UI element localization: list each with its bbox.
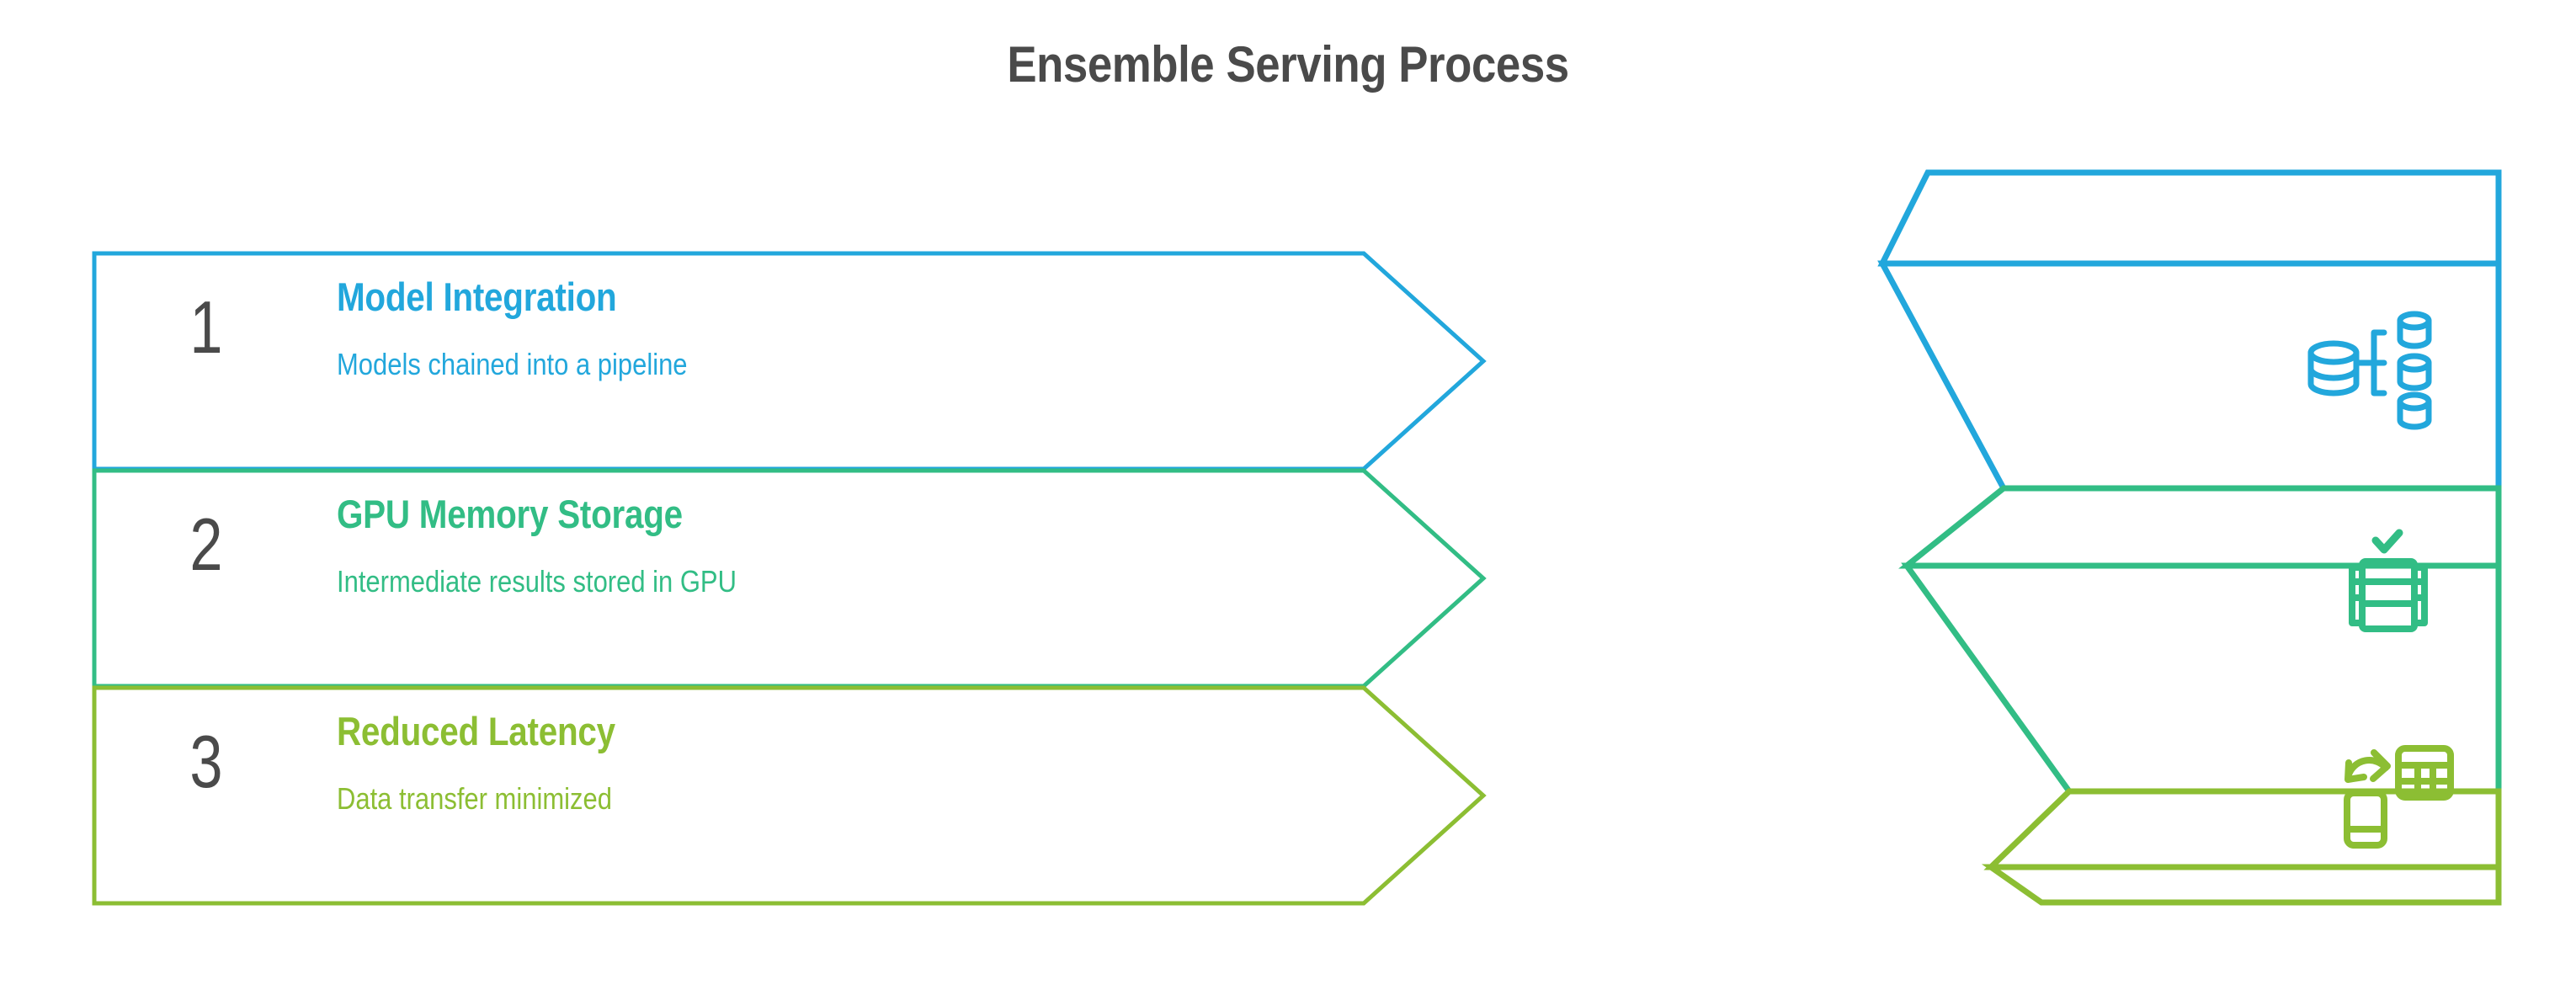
funnel-diagram: [1835, 152, 2576, 934]
step-3-arrow-shape: [92, 685, 1487, 906]
funnel-bands: [1877, 169, 2502, 906]
step-2-content: 2 GPU Memory Storage Intermediate result…: [0, 466, 1179, 691]
step-3-title: Reduced Latency: [337, 709, 615, 753]
step-2-description: Intermediate results stored in GPU: [337, 563, 737, 599]
funnel-band-6: [1981, 864, 2502, 906]
step-3-number: 3: [189, 720, 223, 803]
memory-chip-check-icon: [2349, 529, 2428, 632]
process-step-1[interactable]: 1 Model Integration Models chained into …: [0, 248, 1515, 474]
step-1-description: Models chained into a pipeline: [337, 346, 688, 381]
funnel-band-1: [1877, 169, 2502, 267]
step-2-number: 2: [189, 503, 223, 586]
step-1-text-block: Model Integration Models chained into a …: [337, 275, 1128, 381]
data-transfer-icon: [2344, 745, 2454, 849]
step-1-content: 1 Model Integration Models chained into …: [0, 248, 1179, 474]
step-2-arrow-shape: [92, 468, 1487, 689]
step-3-content: 3 Reduced Latency Data transfer minimize…: [0, 683, 1179, 908]
database-split-icon: [2307, 311, 2432, 430]
process-step-2[interactable]: 2 GPU Memory Storage Intermediate result…: [0, 466, 1515, 691]
process-step-3[interactable]: 3 Reduced Latency Data transfer minimize…: [0, 683, 1515, 908]
step-3-description: Data transfer minimized: [337, 780, 612, 816]
step-1-title: Model Integration: [337, 274, 617, 319]
step-2-text-block: GPU Memory Storage Intermediate results …: [337, 492, 1128, 599]
process-step-list: 1 Model Integration Models chained into …: [0, 248, 1515, 913]
step-3-text-block: Reduced Latency Data transfer minimized: [337, 710, 1128, 816]
step-1-arrow-shape: [92, 251, 1487, 471]
step-2-title: GPU Memory Storage: [337, 492, 683, 536]
page-title: Ensemble Serving Process: [1007, 36, 1569, 93]
step-1-number: 1: [189, 285, 223, 369]
